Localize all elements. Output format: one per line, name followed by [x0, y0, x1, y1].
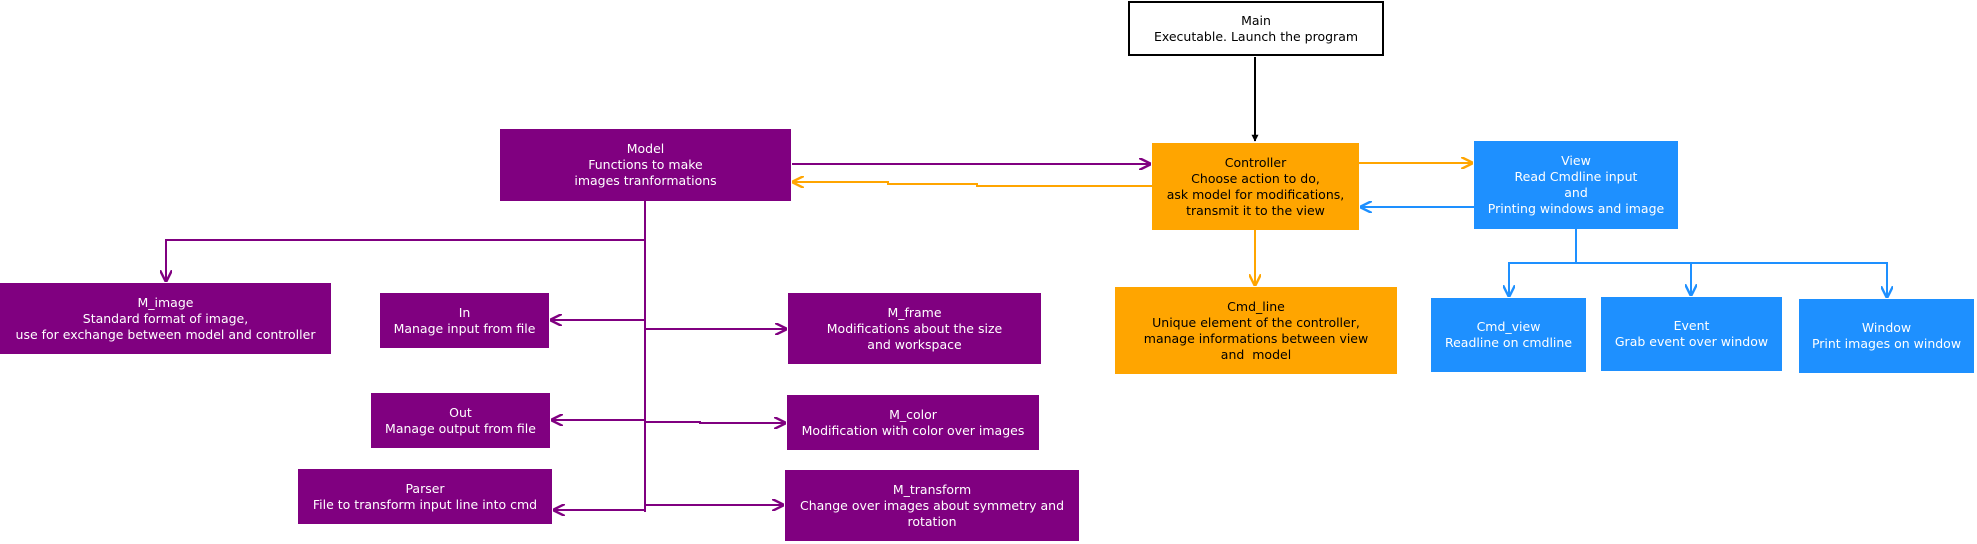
node-m_image-text-2: use for exchange between model and contr… [15, 326, 316, 342]
node-out-text: Manage output from file [385, 420, 536, 436]
node-m_color-title: M_color [889, 406, 937, 422]
node-m_image: M_image Standard format of image, use fo… [0, 283, 331, 354]
node-m_image-title: M_image [137, 294, 194, 310]
view-trunk [1509, 229, 1577, 296]
node-controller-title: Controller [1224, 154, 1287, 170]
node-model-text-1: Functions to make [588, 157, 703, 172]
node-m_frame-title: M_frame [887, 304, 942, 320]
node-cmd_line-text-2: manage informations between view [1143, 330, 1369, 346]
node-m_transform-title: M_transform [892, 481, 972, 497]
node-m_color-text: Modification with color over images [801, 422, 1025, 438]
node-model-text-2: images tranformations [574, 173, 717, 188]
node-event-text: Grab event over window [1614, 334, 1769, 349]
node-main: Main Executable. Launch the program [1128, 1, 1384, 56]
node-event-title: Event [1673, 318, 1710, 333]
node-controller-text-1: Choose action to do, [1191, 170, 1320, 186]
node-parser-text: File to transform input line into cmd [312, 496, 538, 512]
node-m_transform: M_transform Change over images about sym… [785, 470, 1079, 541]
node-main-title: Main [1241, 12, 1271, 28]
node-view: View Read Cmdline input and Printing win… [1474, 141, 1678, 229]
node-model-title: Model [626, 141, 665, 156]
node-view-title: View [1561, 153, 1591, 168]
node-parser: Parser File to transform input line into… [298, 469, 552, 524]
edge-view-window [1691, 262, 1887, 297]
node-window-text: Print images on window [1811, 336, 1962, 351]
node-in: In Manage input from file [380, 293, 549, 348]
node-parser-title: Parser [405, 480, 445, 496]
node-controller: Controller Choose action to do, ask mode… [1152, 143, 1359, 230]
node-cmd_line-title: Cmd_line [1227, 298, 1285, 314]
node-event: Event Grab event over window [1601, 297, 1782, 371]
node-m_transform-text-2: rotation [907, 513, 957, 529]
node-controller-text-3: transmit it to the view [1186, 202, 1325, 218]
node-model: Model Functions to make images tranforma… [500, 129, 791, 201]
node-m_frame-text-2: and workspace [867, 336, 962, 352]
node-m_transform-text-1: Change over images about symmetry and [799, 497, 1065, 513]
node-in-text: Manage input from file [393, 320, 536, 336]
node-cmd_view: Cmd_view Readline on cmdline [1431, 298, 1586, 372]
node-in-title: In [458, 304, 471, 320]
node-view-text-2: and [1564, 185, 1588, 200]
node-out: Out Manage output from file [371, 393, 550, 448]
node-cmd_view-title: Cmd_view [1476, 319, 1541, 334]
node-main-text: Executable. Launch the program [1153, 28, 1359, 44]
edge-controller-model [793, 182, 1152, 186]
node-window-title: Window [1861, 320, 1912, 335]
node-cmd_line-text-1: Unique element of the controller, [1152, 314, 1360, 330]
node-view-text-3: Printing windows and image [1487, 201, 1665, 216]
node-controller-text-2: ask model for modifications, [1166, 186, 1345, 202]
node-cmd_view-text: Readline on cmdline [1444, 335, 1573, 350]
edge-model-m_color [645, 422, 785, 423]
node-cmd_line: Cmd_line Unique element of the controlle… [1115, 287, 1397, 374]
node-cmd_line-text-3: and model [1220, 346, 1292, 362]
node-m_frame-text-1: Modifications about the size [826, 320, 1003, 336]
node-m_color: M_color Modification with color over ima… [787, 395, 1039, 450]
node-m_frame: M_frame Modifications about the size and… [788, 293, 1041, 364]
node-m_image-text-1: Standard format of image, [82, 310, 249, 326]
edge-model-m_image [166, 239, 645, 281]
edge-view-event [1576, 262, 1691, 295]
node-window: Window Print images on window [1799, 299, 1974, 373]
node-view-text-1: Read Cmdline input [1514, 169, 1638, 184]
node-out-title: Out [449, 404, 472, 420]
